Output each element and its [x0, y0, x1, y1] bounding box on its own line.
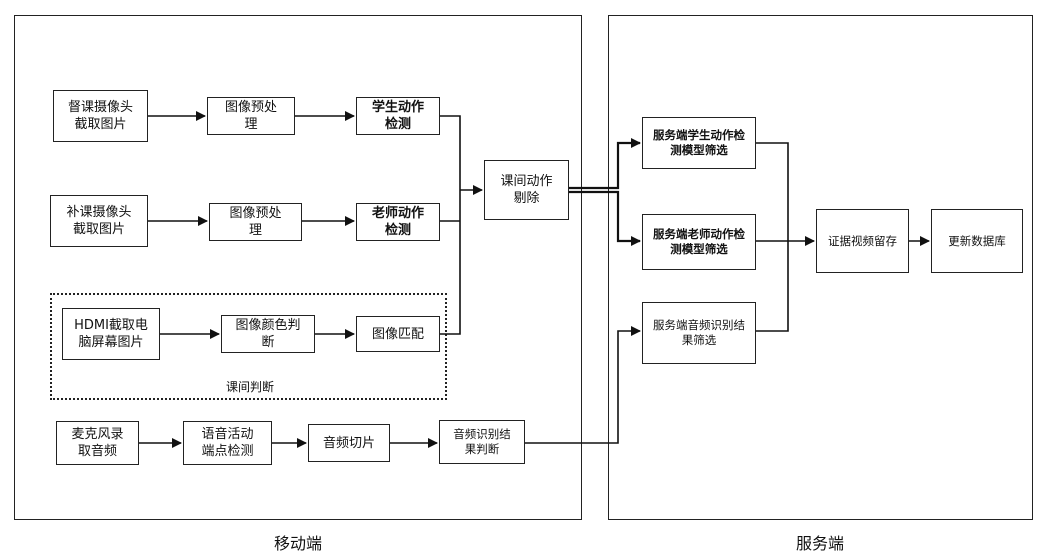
server-student-filter-box: 服务端学生动作检 测模型筛选: [642, 117, 756, 169]
student-action-detect-box: 学生动作 检测: [356, 97, 440, 135]
evidence-video-box: 证据视频留存: [816, 209, 909, 273]
hdmi-capture-box: HDMI截取电 脑屏幕图片: [62, 308, 160, 360]
teacher-action-detect-box: 老师动作 检测: [356, 203, 440, 241]
server-region: [608, 15, 1033, 520]
update-database-box: 更新数据库: [931, 209, 1023, 273]
server-region-label: 服务端: [795, 534, 844, 553]
break-judgement-group-label: 课间判断: [225, 380, 274, 394]
preprocess-box-2: 图像预处 理: [209, 203, 302, 241]
break-action-remove-box: 课间动作 剔除: [484, 160, 569, 220]
asr-result-judge-box: 音频识别结 果判断: [439, 420, 525, 464]
server-teacher-filter-box: 服务端老师动作检 测模型筛选: [642, 214, 756, 270]
color-judge-box: 图像颜色判 断: [221, 315, 315, 353]
server-audio-filter-box: 服务端音频识别结 果筛选: [642, 302, 756, 364]
mobile-region: [14, 15, 582, 520]
image-match-box: 图像匹配: [356, 316, 440, 352]
makeup-camera-box: 补课摄像头 截取图片: [50, 195, 148, 247]
voice-activity-detect-box: 语音活动 端点检测: [183, 421, 272, 465]
supervise-camera-box: 督课摄像头 截取图片: [53, 90, 148, 142]
mobile-region-label: 移动端: [273, 534, 322, 553]
break-judgement-group: [50, 293, 447, 400]
audio-slice-box: 音频切片: [308, 424, 390, 462]
mic-record-box: 麦克风录 取音频: [56, 421, 139, 465]
preprocess-box-1: 图像预处 理: [207, 97, 295, 135]
